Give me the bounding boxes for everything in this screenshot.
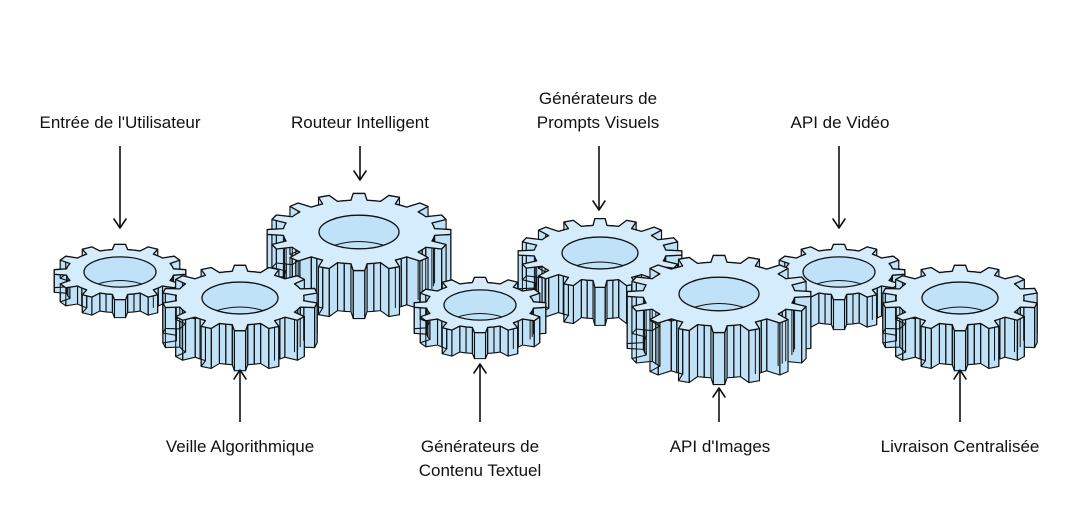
label-images: API d'Images	[670, 435, 771, 459]
label-veille: Veille Algorithmique	[166, 435, 314, 459]
gear-images-hole	[678, 276, 760, 312]
label-images-line1: API d'Images	[669, 437, 771, 456]
label-routeur: Routeur Intelligent	[291, 111, 429, 135]
gear-veille-hole	[201, 281, 279, 315]
label-contenu-line2: Contenu Textuel	[418, 461, 542, 480]
label-veille-line1: Veille Algorithmique	[165, 437, 315, 456]
gear-livraison	[882, 264, 1038, 372]
gear-entree	[53, 243, 187, 319]
gear-livraison-ridges	[882, 297, 1038, 371]
gear-routeur	[266, 192, 452, 320]
arrow-images	[712, 387, 726, 422]
label-prompts: Générateurs de Prompts Visuels	[537, 87, 660, 135]
label-entree: Entrée de l'Utilisateur	[39, 111, 200, 135]
arrow-entree	[113, 146, 127, 229]
label-video: API de Vidéo	[791, 111, 890, 135]
label-livraison-line1: Livraison Centralisée	[880, 437, 1040, 456]
label-prompts-line1: Générateurs de	[538, 89, 658, 108]
arrow-livraison	[953, 369, 967, 422]
label-prompts-line2: Prompts Visuels	[536, 113, 660, 132]
gear-video-hole	[802, 256, 876, 288]
gear-veille	[162, 264, 318, 372]
label-video-line1: API de Vidéo	[790, 113, 890, 132]
gear-prompts-hole	[561, 236, 639, 270]
label-entree-line1: Entrée de l'Utilisateur	[39, 113, 201, 132]
gear-contenu	[413, 276, 547, 360]
gear-images	[626, 254, 812, 386]
arrow-routeur	[353, 146, 367, 181]
gear-contenu-hole	[443, 289, 517, 321]
arrow-contenu	[473, 363, 487, 422]
gear-entree-hole	[83, 256, 157, 288]
arrow-video	[832, 146, 846, 229]
arrow-prompts	[592, 146, 606, 211]
label-routeur-line1: Routeur Intelligent	[291, 113, 429, 132]
arrows	[113, 146, 967, 422]
gear-livraison-hole	[921, 281, 999, 315]
arrow-veille	[233, 369, 247, 422]
gear-routeur-hole	[318, 214, 400, 250]
label-contenu-line1: Générateurs de	[420, 437, 540, 456]
label-contenu: Générateurs de Contenu Textuel	[419, 435, 542, 483]
label-livraison: Livraison Centralisée	[881, 435, 1040, 459]
